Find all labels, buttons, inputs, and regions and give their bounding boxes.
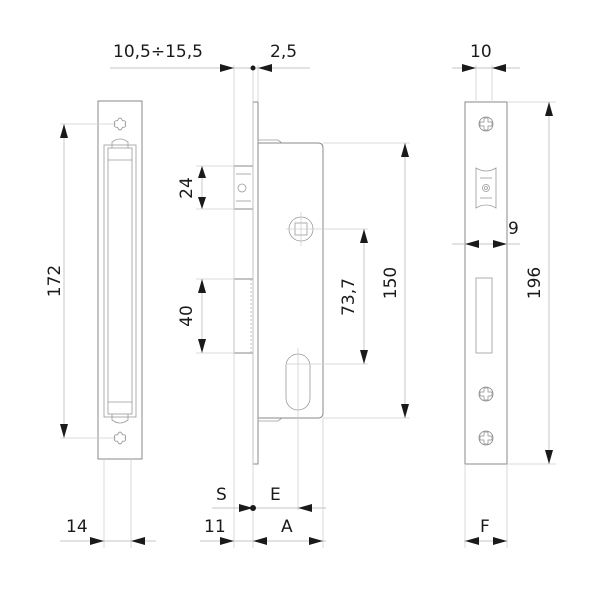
latch-bolt bbox=[233, 165, 254, 210]
screw-icon bbox=[478, 430, 494, 446]
dim-forend-height: 196 bbox=[525, 267, 545, 299]
dim-spindle-to-cylinder: 73,7 bbox=[339, 278, 359, 316]
dim-case-height: 150 bbox=[381, 267, 401, 299]
label-s: S bbox=[216, 485, 227, 505]
latch-face bbox=[475, 167, 497, 209]
dim-strike-width: 14 bbox=[66, 517, 88, 537]
dead-bolt bbox=[233, 278, 254, 354]
dim-forend-thickness: 2,5 bbox=[270, 42, 297, 62]
bolt-slot bbox=[475, 277, 493, 354]
label-f: F bbox=[480, 517, 490, 537]
forend-plate bbox=[252, 101, 259, 465]
strike-plate-outline bbox=[97, 100, 143, 460]
label-a: A bbox=[281, 517, 293, 537]
forend-front-view bbox=[452, 64, 556, 548]
forend-front-outline bbox=[464, 101, 508, 465]
screw-icon bbox=[478, 116, 494, 132]
lock-side-view bbox=[110, 64, 410, 548]
strike-plate-view bbox=[60, 100, 156, 548]
dim-forend-range: 10,5÷15,5 bbox=[113, 42, 203, 62]
dim-top-width: 10 bbox=[470, 42, 492, 62]
dim-bolt: 40 bbox=[177, 305, 197, 327]
dim-forend-offset: 11 bbox=[204, 517, 226, 537]
dim-latch: 24 bbox=[177, 177, 197, 199]
dim-strike-height: 172 bbox=[45, 265, 65, 297]
screw-icon bbox=[478, 386, 494, 402]
label-e: E bbox=[270, 485, 281, 505]
lock-case bbox=[257, 142, 324, 419]
dim-bolt-width: 9 bbox=[508, 219, 519, 239]
